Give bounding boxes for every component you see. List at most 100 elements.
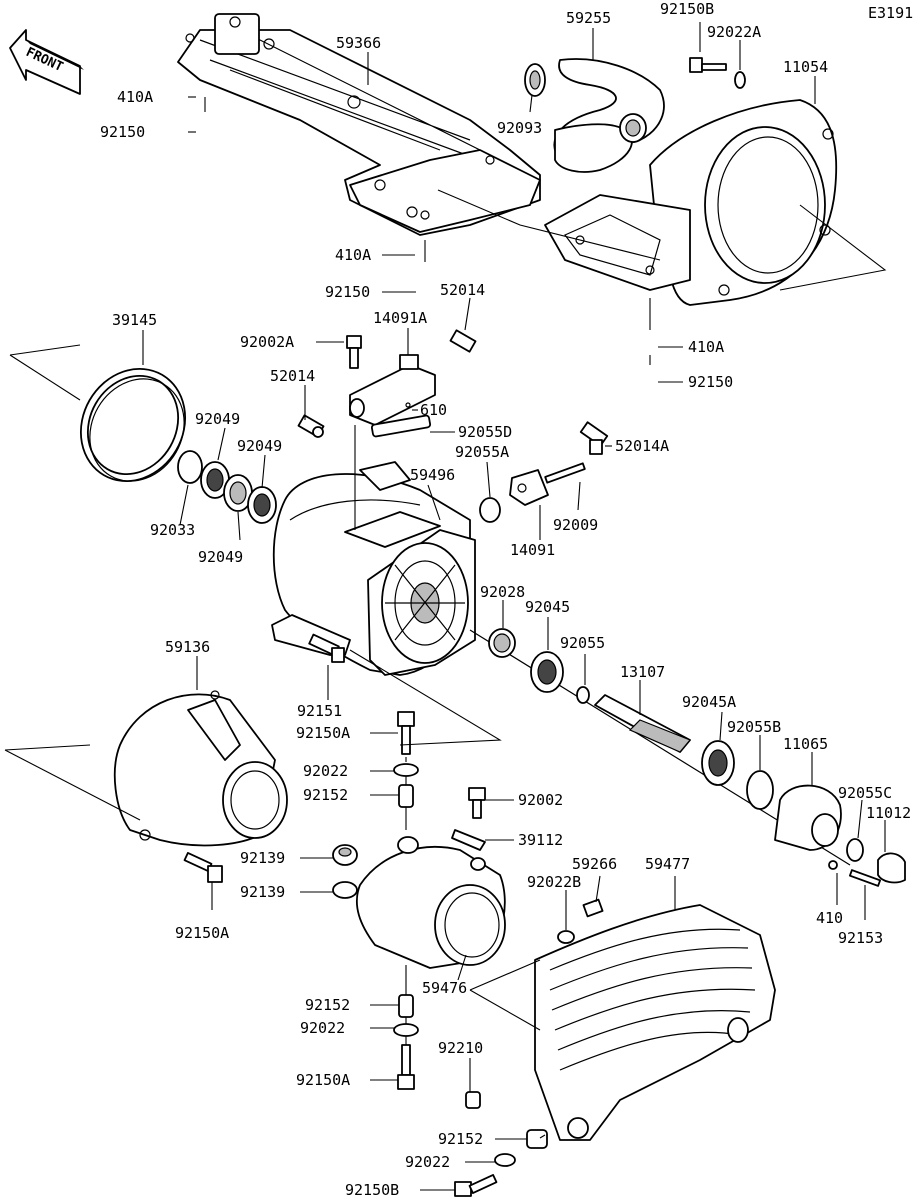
collar-92152-low bbox=[398, 994, 414, 1018]
label-92150B: 92150B bbox=[660, 0, 714, 18]
label-92055B: 92055B bbox=[727, 718, 781, 736]
label-59496: 59496 bbox=[410, 466, 455, 484]
label-92022B: 92022B bbox=[527, 873, 581, 891]
label-410A: 410A bbox=[335, 246, 371, 264]
bolt-92153 bbox=[848, 869, 882, 887]
label-52014: 52014 bbox=[270, 367, 315, 385]
label-13107: 13107 bbox=[620, 663, 665, 681]
label-92022: 92022 bbox=[300, 1019, 345, 1037]
o-ring-92055C bbox=[846, 838, 864, 862]
front-arrow-icon: FRONT bbox=[9, 29, 84, 95]
label-52014A: 52014A bbox=[615, 437, 669, 455]
label-92055D: 92055D bbox=[458, 423, 512, 441]
label-92150B: 92150B bbox=[345, 1181, 399, 1199]
label-39112: 39112 bbox=[518, 831, 563, 849]
bolt-92151 bbox=[308, 633, 345, 663]
diagram-code: E3191 bbox=[868, 4, 913, 22]
label-14091: 14091 bbox=[510, 541, 555, 559]
leader-lines bbox=[142, 22, 886, 1191]
washer-92022B bbox=[557, 930, 575, 944]
label-92150A: 92150A bbox=[296, 724, 350, 742]
gasket-92055D bbox=[370, 414, 432, 438]
grommet-92139-a bbox=[332, 844, 358, 866]
label-410A: 410A bbox=[117, 88, 153, 106]
cap-11065 bbox=[774, 784, 842, 851]
o-ring-92055B bbox=[746, 770, 774, 810]
label-59255: 59255 bbox=[566, 9, 611, 27]
hose-ring-39145 bbox=[79, 367, 187, 483]
bolt-92150A-low bbox=[397, 1044, 415, 1090]
nozzle-59136 bbox=[113, 690, 288, 847]
cap-11012 bbox=[877, 852, 906, 884]
label-92022: 92022 bbox=[303, 762, 348, 780]
label-92022: 92022 bbox=[405, 1153, 450, 1171]
pump-housing-11054 bbox=[544, 99, 838, 306]
label-92045A: 92045A bbox=[682, 693, 736, 711]
bolt-92002 bbox=[468, 787, 486, 819]
label-92055C: 92055C bbox=[838, 784, 892, 802]
label-11012: 11012 bbox=[866, 804, 911, 822]
label-92152: 92152 bbox=[303, 786, 348, 804]
label-92150: 92150 bbox=[100, 123, 145, 141]
washer-92022-low bbox=[393, 1023, 419, 1037]
label-92028: 92028 bbox=[480, 583, 525, 601]
label-92055: 92055 bbox=[560, 634, 605, 652]
washer-92022A bbox=[734, 71, 746, 89]
reference-lines bbox=[4, 97, 887, 1139]
part-labels: 59366 410A 92150 410A 92150 59255 92093 … bbox=[100, 0, 911, 1199]
bolt-92150A-mid bbox=[397, 711, 415, 755]
label-610: 610 bbox=[420, 401, 447, 419]
label-11065: 11065 bbox=[783, 735, 828, 753]
plug-92210 bbox=[465, 1091, 481, 1109]
plate-14091 bbox=[509, 469, 549, 506]
label-11054: 11054 bbox=[783, 58, 828, 76]
label-92002A: 92002A bbox=[240, 333, 294, 351]
label-92049: 92049 bbox=[198, 548, 243, 566]
label-59477: 59477 bbox=[645, 855, 690, 873]
collar-92152-mid bbox=[398, 784, 414, 808]
label-92009: 92009 bbox=[553, 516, 598, 534]
bolt-92002A bbox=[346, 335, 362, 369]
bearing-92045A bbox=[701, 740, 735, 786]
label-410A: 410A bbox=[688, 338, 724, 356]
pump-body-59496 bbox=[271, 461, 476, 676]
label-39145: 39145 bbox=[112, 311, 157, 329]
fitting-52014-mid bbox=[297, 414, 325, 438]
collar-92093 bbox=[524, 63, 546, 97]
label-92210: 92210 bbox=[438, 1039, 483, 1057]
label-92150: 92150 bbox=[325, 283, 370, 301]
grommet-92139-b bbox=[332, 881, 358, 899]
bolt-92009 bbox=[544, 462, 586, 484]
sleeve-92028 bbox=[488, 628, 516, 658]
label-92139: 92139 bbox=[240, 883, 285, 901]
label-92151: 92151 bbox=[297, 702, 342, 720]
ride-plate-59477 bbox=[534, 904, 776, 1141]
label-92152: 92152 bbox=[305, 996, 350, 1014]
collar-92152-bottom bbox=[526, 1129, 548, 1149]
bearing-92045 bbox=[530, 651, 564, 693]
bolt-92150B-top bbox=[689, 57, 727, 73]
label-92152: 92152 bbox=[438, 1130, 483, 1148]
label-92150A: 92150A bbox=[175, 924, 229, 942]
fitting-block-14091A bbox=[349, 354, 436, 426]
clip-39112 bbox=[451, 829, 486, 851]
washer-410 bbox=[828, 860, 838, 870]
label-59266: 59266 bbox=[572, 855, 617, 873]
washer-92022-mid bbox=[393, 763, 419, 777]
label-92055A: 92055A bbox=[455, 443, 509, 461]
seal-set-92049 bbox=[177, 450, 277, 524]
bolt-92150B-bottom bbox=[454, 1173, 498, 1197]
label-92093: 92093 bbox=[497, 119, 542, 137]
fitting-52014A bbox=[579, 421, 609, 455]
label-92049: 92049 bbox=[237, 437, 282, 455]
fitting-52014-top bbox=[449, 329, 477, 353]
label-92150A: 92150A bbox=[296, 1071, 350, 1089]
o-ring-92055 bbox=[576, 686, 590, 704]
label-14091A: 14091A bbox=[373, 309, 427, 327]
pump-cover-plate-59366 bbox=[177, 13, 541, 236]
o-ring-92055A bbox=[479, 497, 501, 523]
label-92045: 92045 bbox=[525, 598, 570, 616]
bolt-92150A-left bbox=[183, 851, 223, 883]
label-92049: 92049 bbox=[195, 410, 240, 428]
